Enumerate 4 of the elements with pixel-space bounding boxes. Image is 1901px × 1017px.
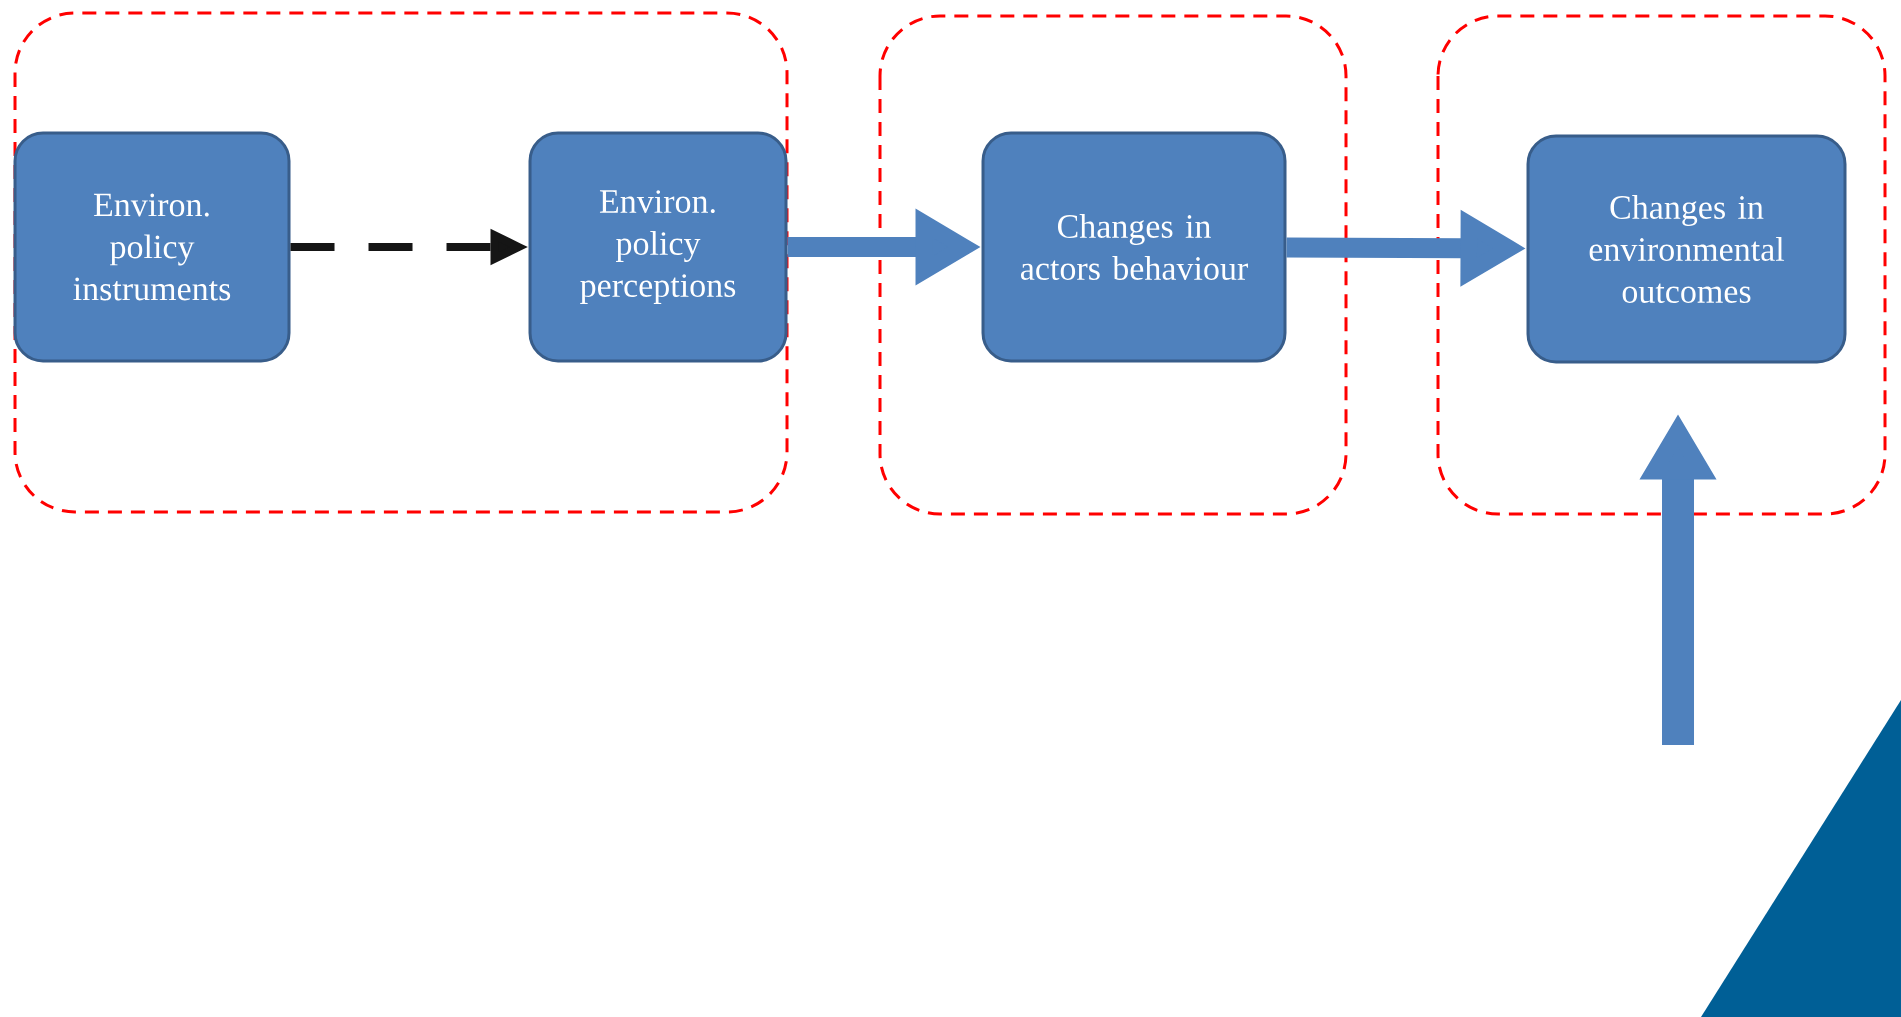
process-box: Environ. policy instruments	[13, 131, 291, 363]
process-box: Changes in environmental outcomes	[1526, 134, 1847, 364]
process-box: Changes in actors behaviour	[981, 131, 1287, 363]
process-box: Environ. policy perceptions	[528, 131, 788, 363]
